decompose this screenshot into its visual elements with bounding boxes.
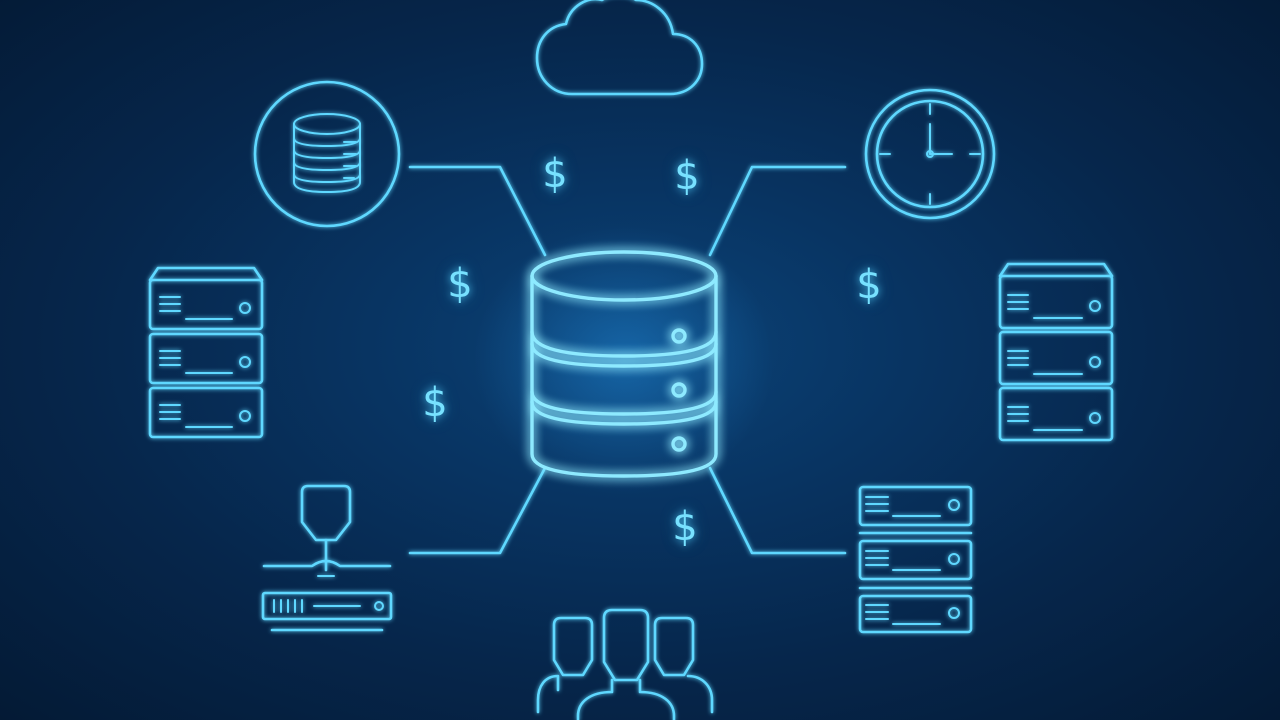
- network-terminal-icon: [261, 484, 393, 632]
- clock-icon: [864, 88, 996, 220]
- connector-bottom-left: [408, 466, 547, 555]
- server-stack-right-icon: [998, 262, 1114, 442]
- cloud-icon: [535, 0, 704, 96]
- database-icon: [253, 80, 401, 228]
- server-rack-icon: [858, 485, 973, 634]
- dollar-sign-3: $: [447, 261, 473, 307]
- network-terminal-details: [273, 575, 384, 613]
- connector-bottom-right: [708, 466, 847, 555]
- server-rack-details: [865, 496, 960, 625]
- dollar-sign-5: $: [422, 380, 448, 426]
- dollar-sign-1: $: [542, 151, 568, 197]
- dollar-sign-2: $: [674, 153, 700, 199]
- connector-top-left: [408, 165, 547, 257]
- server-stack-left-icon: [148, 266, 264, 439]
- users-icon: [536, 608, 714, 720]
- server-stack-left-details: [159, 296, 251, 428]
- dollar-sign-4: $: [856, 262, 882, 308]
- central-database-icon: [474, 225, 774, 495]
- server-stack-right-details: [1007, 294, 1101, 431]
- dollar-sign-6: $: [672, 504, 698, 550]
- connector-top-right: [708, 165, 847, 257]
